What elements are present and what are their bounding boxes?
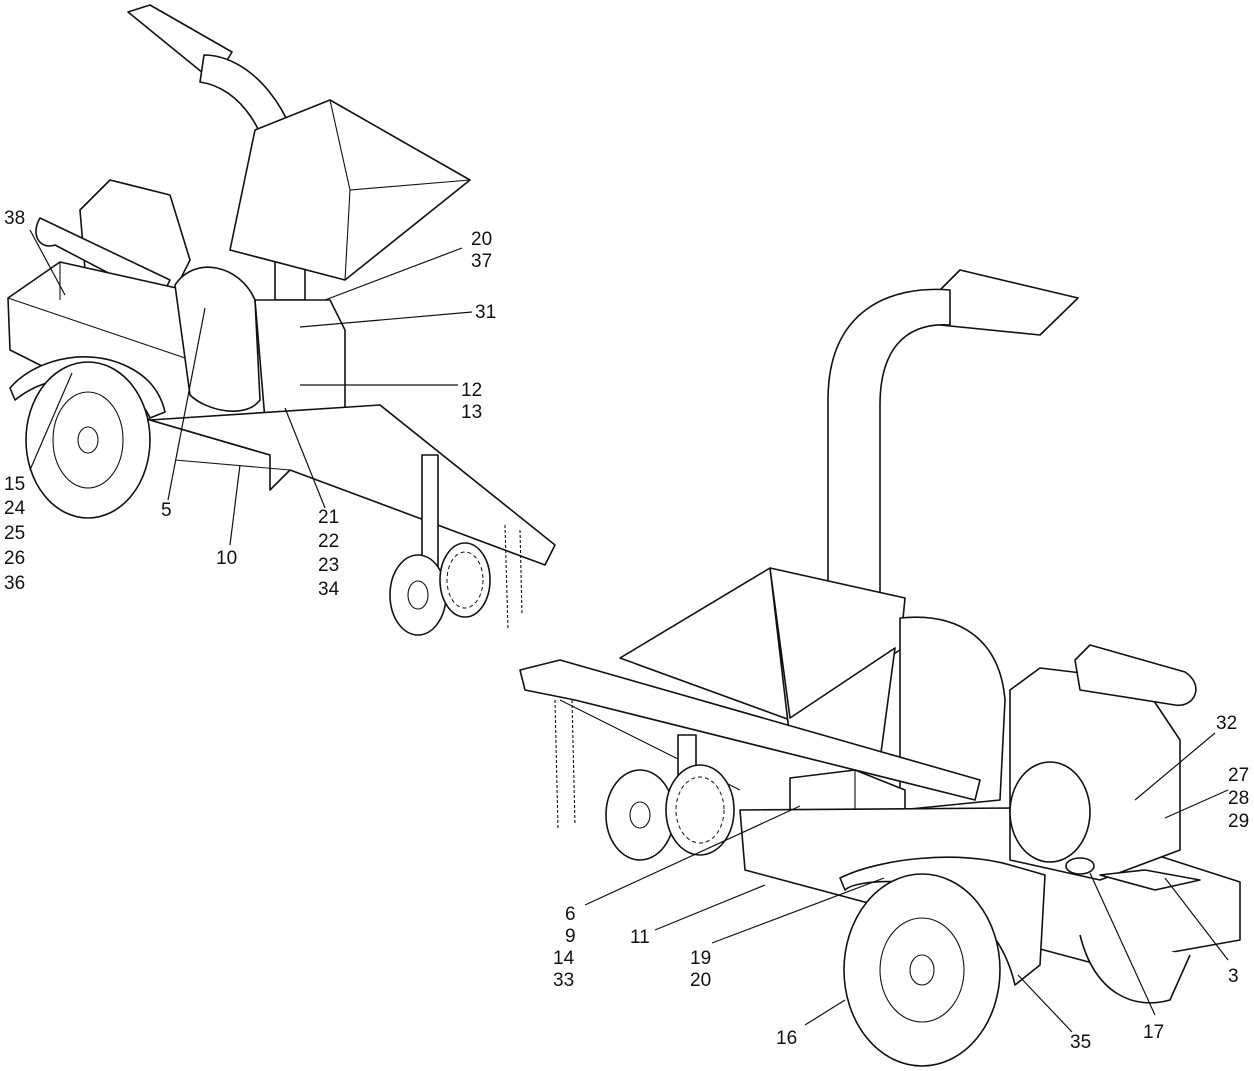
hopper-throat bbox=[769, 567, 896, 761]
discharge-chute-cap-right bbox=[939, 269, 1079, 336]
callout-36: 36 bbox=[4, 573, 25, 594]
callout-35: 35 bbox=[1070, 1032, 1091, 1053]
callout-6: 6 bbox=[565, 904, 576, 925]
jack-wheel-right-1 bbox=[605, 769, 675, 861]
callout-17: 17 bbox=[1143, 1022, 1164, 1043]
callout-19: 19 bbox=[690, 948, 711, 969]
muffler-right bbox=[1074, 644, 1197, 706]
belt-guard bbox=[174, 266, 261, 412]
callout-9: 9 bbox=[565, 926, 576, 947]
jack-wheel-rear bbox=[439, 542, 491, 618]
callout-37: 37 bbox=[471, 251, 492, 272]
callout-22: 22 bbox=[318, 531, 339, 552]
callout-29: 29 bbox=[1228, 811, 1249, 832]
discharge-tube-right bbox=[827, 288, 951, 596]
safety-chain bbox=[504, 524, 523, 631]
fuel-cap bbox=[1065, 857, 1095, 875]
fender-right bbox=[839, 856, 1046, 986]
callout-15: 15 bbox=[4, 474, 25, 495]
callout-27: 27 bbox=[1228, 765, 1249, 786]
tow-tongue bbox=[149, 404, 556, 566]
callout-21: 21 bbox=[318, 507, 339, 528]
chipper-left-view bbox=[7, 4, 556, 636]
chipper-right-view bbox=[519, 269, 1241, 1067]
callout-labels: 38 20 37 31 12 13 15 24 25 26 36 5 10 21… bbox=[4, 208, 1249, 1053]
engine-mount-plate bbox=[1099, 869, 1201, 891]
safety-chain-right bbox=[554, 699, 576, 831]
callout-14: 14 bbox=[553, 948, 575, 969]
main-wheel-right bbox=[843, 873, 1001, 1067]
callout-10: 10 bbox=[216, 548, 237, 569]
tow-tongue-right bbox=[519, 659, 981, 801]
callout-11: 11 bbox=[630, 927, 650, 948]
callout-34: 34 bbox=[318, 579, 340, 600]
callout-28: 28 bbox=[1228, 788, 1249, 809]
tongue-jack bbox=[421, 454, 439, 571]
callout-31: 31 bbox=[475, 302, 496, 323]
callout-13: 13 bbox=[461, 402, 482, 423]
callout-26: 26 bbox=[4, 548, 25, 569]
callout-3: 3 bbox=[1228, 966, 1239, 987]
callout-12: 12 bbox=[461, 380, 482, 401]
callout-16: 16 bbox=[776, 1028, 797, 1049]
callout-5: 5 bbox=[161, 500, 172, 521]
chipper-housing-right bbox=[899, 616, 1006, 811]
callout-24: 24 bbox=[4, 498, 26, 519]
callout-38: 38 bbox=[4, 208, 25, 229]
leader-lines bbox=[29, 229, 1229, 1033]
main-wheel bbox=[25, 361, 151, 519]
callout-25: 25 bbox=[4, 523, 25, 544]
callout-20b: 20 bbox=[690, 970, 711, 991]
jack-wheel-front bbox=[389, 554, 447, 636]
rear-wheel-right bbox=[1079, 934, 1191, 1004]
callout-33: 33 bbox=[553, 970, 574, 991]
callout-32: 32 bbox=[1216, 713, 1237, 734]
callout-23: 23 bbox=[318, 555, 339, 576]
engine-flywheel-cover bbox=[1009, 761, 1091, 863]
callout-20: 20 bbox=[471, 229, 492, 250]
